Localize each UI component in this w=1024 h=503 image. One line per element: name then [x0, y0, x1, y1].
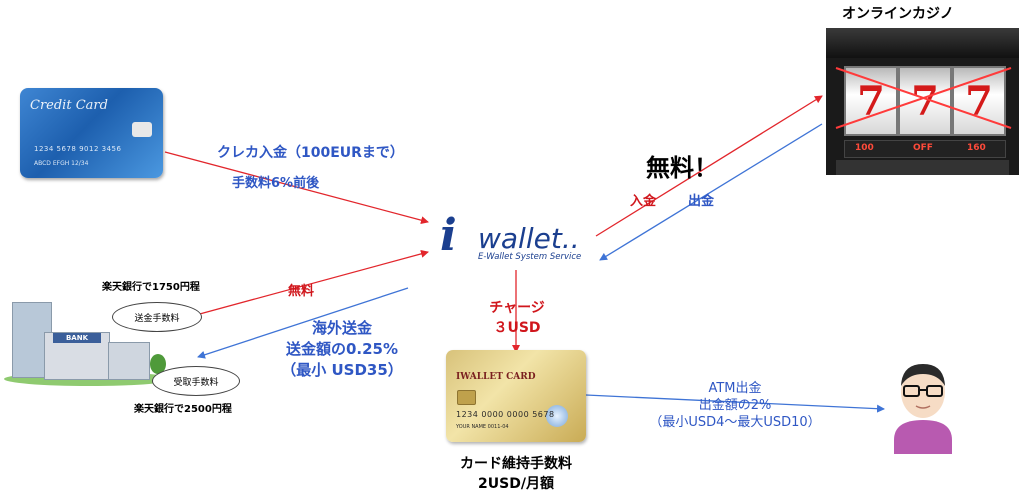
tree-icon	[150, 354, 166, 374]
iwallet-logo-letter: i	[440, 210, 457, 261]
bank-send-fee-note: 楽天銀行で1750円程	[102, 282, 200, 293]
iwallet-card-number: 1234 0000 0000 5678	[456, 410, 555, 419]
iwallet-logo-subtitle: E-Wallet System Service	[478, 252, 582, 262]
arrow-bank-to-iwallet	[195, 249, 429, 316]
arrow-iwallet-to-bank	[197, 287, 409, 359]
cc-deposit-label: クレカ入金（100EURまで）	[217, 145, 404, 161]
overseas-transfer-line3: （最小 USD35）	[281, 361, 403, 379]
arrow-iwallet-to-casino	[595, 95, 823, 237]
credit-card-number: 1234 5678 9012 3456	[34, 145, 122, 153]
slot-display-right: 160	[967, 143, 986, 153]
iwallet-card-brand: IWALLET CARD	[456, 372, 536, 382]
overseas-transfer-label: 海外送金 送金額の0.25% （最小 USD35）	[262, 318, 422, 381]
bank-building-right	[108, 342, 150, 380]
cc-fee-label: 手数料6%前後	[232, 176, 320, 191]
iwallet-logo-word: wallet..	[478, 222, 580, 255]
bank-building-main: BANK	[44, 332, 110, 380]
person-icon	[890, 358, 956, 454]
charge-line1: チャージ	[489, 300, 545, 316]
slot-reel-2: 7	[898, 66, 952, 136]
overseas-transfer-line1: 海外送金	[311, 319, 372, 337]
arrow-card-to-person	[585, 394, 885, 413]
recv-fee-bubble: 受取手数料	[152, 366, 240, 396]
atm-line1: ATM出金	[708, 381, 762, 396]
credit-card-image: Credit Card 1234 5678 9012 3456 ABCD EFG…	[20, 88, 163, 178]
iwallet-card-image: IWALLET CARD 1234 0000 0000 5678 YOUR NA…	[446, 350, 586, 442]
overseas-transfer-line2: 送金額の0.25%	[285, 340, 399, 358]
bank-sign: BANK	[53, 333, 101, 343]
casino-withdraw-label: 出金	[688, 194, 715, 209]
bank-recv-fee-note: 楽天銀行で2500円程	[134, 404, 232, 415]
chip-icon	[132, 122, 152, 137]
atm-line3: （最小USD4～最大USD10）	[649, 415, 821, 430]
hologram-icon	[546, 405, 568, 427]
slot-display-panel: 100 OFF 160	[844, 140, 1006, 158]
casino-deposit-label: 入金	[630, 194, 657, 209]
arrow-cc-to-iwallet	[164, 151, 429, 225]
slot-display-mid: OFF	[913, 143, 933, 153]
slot-display-left: 100	[855, 143, 874, 153]
card-fee-line2: 2USD/月額	[478, 476, 554, 492]
slot-payline-lines	[835, 67, 1012, 129]
casino-free-label: 無料！	[646, 154, 718, 182]
card-fee-line1: カード維持手数料	[460, 456, 572, 472]
bank-image: BANK	[4, 290, 174, 386]
credit-card-brand: Credit Card	[30, 98, 108, 113]
arrow-casino-to-iwallet	[599, 123, 823, 261]
chip-icon	[457, 390, 476, 405]
bank-free-label: 無料	[288, 284, 315, 299]
card-fee-label: カード維持手数料 2USD/月額	[416, 454, 616, 494]
atm-withdraw-label: ATM出金 出金額の2% （最小USD4～最大USD10）	[630, 380, 840, 431]
casino-label: オンラインカジノ	[842, 6, 954, 22]
slot-machine-top	[826, 28, 1019, 58]
iwallet-card-meta: YOUR NAME 0011-04	[456, 424, 509, 430]
credit-card-meta: ABCD EFGH 12/34	[34, 160, 89, 167]
charge-label: チャージ ３USD	[462, 298, 572, 338]
slot-machine-image: 7 7 7 100 OFF 160	[826, 28, 1019, 175]
send-fee-bubble: 送金手数料	[112, 302, 202, 332]
slot-reel-1: 7	[844, 66, 898, 136]
slot-reel-3: 7	[952, 66, 1006, 136]
atm-line2: 出金額の2%	[698, 398, 772, 413]
charge-line2: ３USD	[493, 320, 541, 336]
slot-buttons	[836, 160, 1009, 175]
